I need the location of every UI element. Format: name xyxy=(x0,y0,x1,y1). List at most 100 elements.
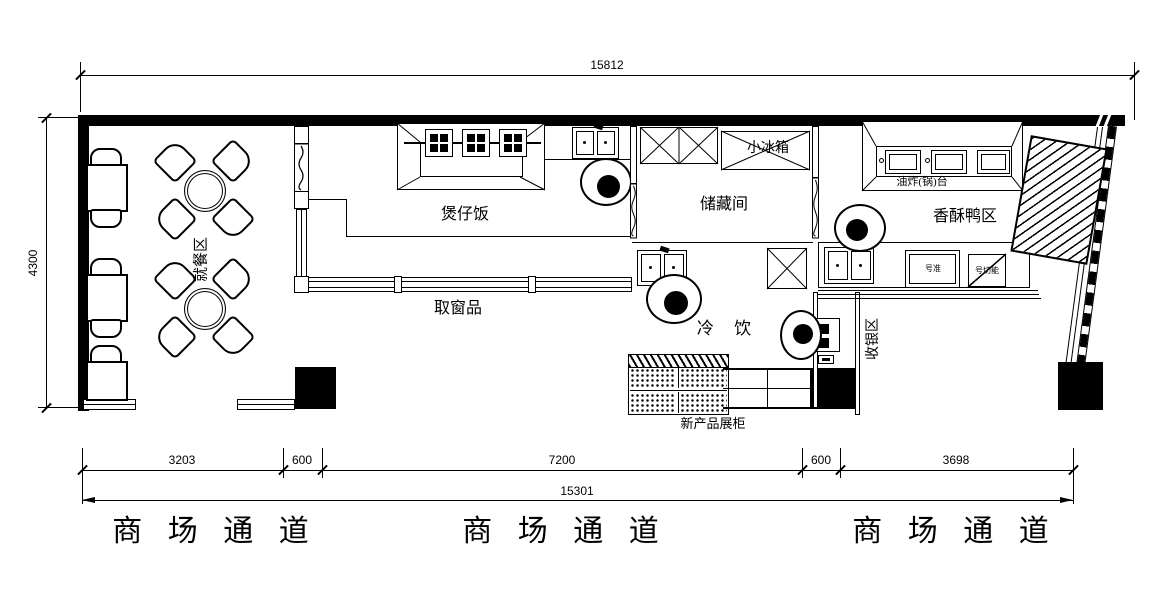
knob-dot xyxy=(925,158,930,163)
top-wall xyxy=(78,115,1125,126)
equipment-box xyxy=(905,250,960,288)
dining-area-label: 就餐区 xyxy=(193,237,210,283)
counter-line xyxy=(545,159,633,160)
partition-glass-midline xyxy=(301,209,302,278)
pickup-window-label: 取窗品 xyxy=(433,300,483,317)
cold-drinks-label: 冷 饮 xyxy=(696,319,760,338)
mall-passage-label: 商 场 通 道 xyxy=(852,515,1058,548)
shaft-box-x xyxy=(766,247,808,290)
partition-wavy-glass xyxy=(294,143,309,193)
double-sink xyxy=(824,247,874,284)
square-table xyxy=(86,274,128,322)
dim-witness xyxy=(840,448,841,478)
bottom-total-label: 15301 xyxy=(560,484,594,498)
counter-post xyxy=(394,276,402,293)
left-dim-line xyxy=(46,118,47,408)
person-head xyxy=(793,324,813,344)
counter-grid-line xyxy=(723,407,860,409)
pickup-counter xyxy=(294,277,632,292)
left-wall xyxy=(78,115,89,411)
counter-line xyxy=(818,290,1038,291)
storage-label: 储藏间 xyxy=(699,196,749,213)
counter-grid-line xyxy=(723,368,859,370)
person-head xyxy=(664,291,688,315)
square-table xyxy=(86,361,128,401)
knob-dot xyxy=(879,158,884,163)
counter-line xyxy=(294,287,632,288)
counter-line xyxy=(294,281,632,282)
fryer-well xyxy=(885,150,921,174)
stove-burner xyxy=(462,129,490,157)
counter-post xyxy=(528,276,536,293)
storage-wall-right xyxy=(812,126,819,178)
left-dim-witness-bottom xyxy=(38,407,78,408)
counter-line xyxy=(818,294,1039,295)
dim-arrow-right xyxy=(1060,497,1073,503)
dim-seg-label: 600 xyxy=(291,453,313,467)
storage-wall-left xyxy=(630,126,637,184)
cashier-label: 收银区 xyxy=(866,318,881,360)
column-cashier xyxy=(810,368,858,408)
dim-witness xyxy=(322,448,323,478)
bottom-dim-line-1 xyxy=(82,470,1073,471)
bottle-row xyxy=(629,355,728,368)
kitchen-counter-edge xyxy=(309,199,347,200)
dim-witness xyxy=(802,448,803,478)
mini-fridge-label: 小冰箱 xyxy=(747,141,789,156)
mini-fridge-x xyxy=(720,130,811,171)
stove-burner xyxy=(425,129,453,157)
double-sink xyxy=(572,127,619,159)
stove-burner xyxy=(499,129,527,157)
display-cabinet xyxy=(628,354,729,415)
dim-arrow-left xyxy=(82,497,95,503)
fryer-well xyxy=(931,150,967,174)
crispy-duck-label: 香酥鸭区 xyxy=(932,208,998,225)
left-dim-label: 4300 xyxy=(26,249,40,277)
top-dim-witness-left xyxy=(80,62,81,112)
chair xyxy=(90,209,122,228)
mall-passage-label: 商 场 通 道 xyxy=(462,515,668,548)
dim-witness xyxy=(1073,448,1074,504)
round-table xyxy=(184,288,226,330)
partition-post xyxy=(294,126,309,144)
counter-post xyxy=(294,276,309,293)
dim-witness xyxy=(82,448,83,504)
person-head xyxy=(597,175,620,198)
register-drawer xyxy=(818,355,834,364)
equipment-label: 号准 xyxy=(925,264,941,273)
bottom-dim-line-2 xyxy=(82,500,1073,501)
new-display-label: 新产品展柜 xyxy=(680,416,746,431)
equipment-box-x xyxy=(967,253,1007,288)
top-dim-label: 15812 xyxy=(590,58,624,72)
kitchen-counter-edge xyxy=(346,199,347,237)
dim-seg-label: 600 xyxy=(810,453,832,467)
chair xyxy=(90,319,122,338)
counter-line xyxy=(818,298,1041,299)
dim-witness xyxy=(283,448,284,478)
left-dim-witness-top xyxy=(38,117,78,118)
column-center-left xyxy=(295,367,336,409)
counter-grid-line xyxy=(723,388,859,389)
storage-wall-left-wavy xyxy=(630,183,637,239)
column-right xyxy=(1058,362,1103,410)
dim-seg-label: 3203 xyxy=(168,453,196,467)
canopy-diagonals xyxy=(396,122,546,191)
dim-seg-label: 3698 xyxy=(942,453,970,467)
claypot-rice-label: 煲仔饭 xyxy=(440,206,490,223)
storage-shelf-x xyxy=(639,126,719,165)
top-dim-witness-right xyxy=(1134,62,1135,120)
equipment-label: 号切能 xyxy=(975,266,999,275)
bottom-rail xyxy=(237,399,295,410)
person-figure xyxy=(646,274,702,324)
round-table xyxy=(184,170,226,212)
top-dim-line xyxy=(80,75,1135,76)
partition-post xyxy=(294,191,309,209)
kitchen-counter-edge xyxy=(632,242,813,243)
kitchen-counter-edge xyxy=(346,236,632,237)
fryer-well xyxy=(977,150,1010,174)
storage-wall-right-wavy xyxy=(812,177,819,239)
cashier-wall-right xyxy=(855,292,860,415)
fryer-station-label: 油炸(锅)台 xyxy=(896,176,948,188)
mall-passage-label: 商 场 通 道 xyxy=(112,515,318,548)
